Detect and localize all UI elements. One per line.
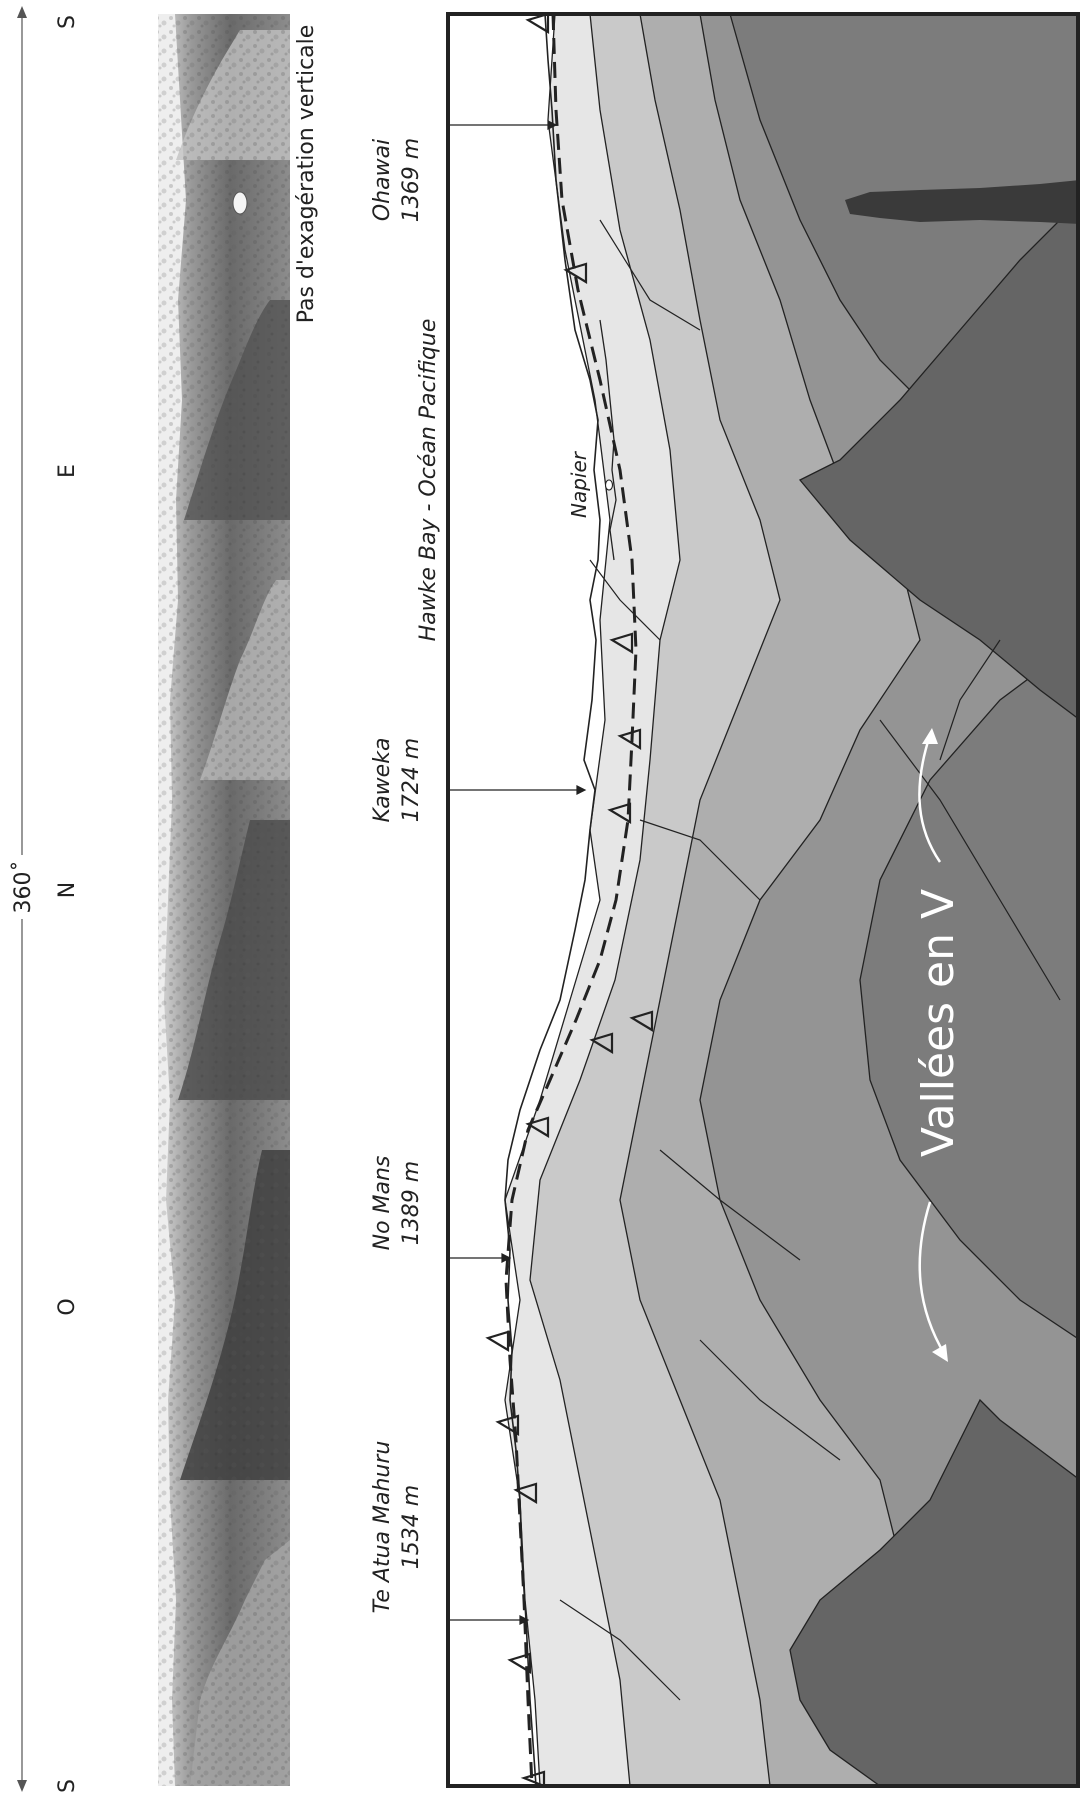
peak-name-te-atua-mahuru: Te Atua Mahuru bbox=[370, 1441, 395, 1614]
span-axis-arrow-bottom bbox=[17, 1780, 27, 1792]
span-axis-arrow-top bbox=[17, 6, 27, 18]
peak-labels: Te Atua Mahuru 1534 m No Mans 1389 m Kaw… bbox=[370, 138, 441, 1614]
photo-note: Pas d'exagération verticale bbox=[294, 25, 319, 324]
valley-arrow-south bbox=[918, 1201, 947, 1356]
compass-east: E bbox=[55, 464, 80, 478]
interpretation-panel: Napier bbox=[446, 12, 1080, 1788]
panorama-photo: Pas d'exagération verticale bbox=[158, 14, 320, 1786]
peak-elevation-no-mans: 1389 m bbox=[399, 1161, 424, 1245]
peak-elevation-ohawai: 1369 m bbox=[399, 138, 424, 222]
napier-point bbox=[604, 479, 614, 491]
valley-arrow-north bbox=[918, 734, 942, 863]
summit-marker bbox=[563, 262, 588, 284]
summit-marker bbox=[629, 1010, 654, 1032]
summit-marker bbox=[525, 1116, 550, 1138]
napier-label: Napier bbox=[567, 450, 591, 518]
boundary-lines bbox=[559, 219, 1061, 1701]
peak-elevation-te-atua-mahuru: 1534 m bbox=[399, 1485, 424, 1569]
compass-west: O bbox=[55, 1298, 80, 1315]
summit-markers bbox=[485, 12, 654, 1788]
photo-hut bbox=[232, 191, 248, 215]
compass-start: S bbox=[55, 1779, 80, 1793]
peak-name-kaweka: Kaweka bbox=[370, 738, 395, 823]
summit-marker bbox=[513, 1482, 538, 1504]
skyline bbox=[504, 13, 601, 1787]
photo-note-box bbox=[290, 14, 320, 334]
summit-marker bbox=[495, 1414, 520, 1436]
valley-arrow-north-head bbox=[922, 728, 938, 744]
span-label: 360˚ bbox=[11, 861, 36, 914]
compass-north: N bbox=[55, 882, 80, 898]
band-7-dark bbox=[845, 180, 1080, 224]
summit-marker bbox=[607, 802, 632, 824]
peak-elevation-kaweka: 1724 m bbox=[399, 738, 424, 822]
bay-label: Hawke Bay - Océan Pacifique bbox=[416, 319, 441, 642]
summit-marker bbox=[507, 1652, 532, 1674]
summit-marker bbox=[520, 1770, 546, 1788]
compass-end: S bbox=[55, 15, 80, 29]
band-5-north bbox=[859, 639, 1080, 1341]
panel-frame bbox=[446, 12, 1080, 1788]
summit-marker bbox=[525, 12, 550, 34]
peak-leaders bbox=[448, 120, 587, 1625]
summit-marker bbox=[609, 632, 634, 654]
valley-label: Vallées en V bbox=[913, 889, 964, 1157]
summit-marker bbox=[485, 1330, 510, 1352]
compass-labels: S O N E S bbox=[55, 15, 80, 1793]
valley-arrow-south-head bbox=[932, 1344, 948, 1362]
band-6-west bbox=[789, 1398, 1080, 1787]
summit-marker bbox=[617, 728, 642, 750]
summit-envelope bbox=[504, 13, 638, 1787]
peak-name-ohawai: Ohawai bbox=[370, 139, 395, 221]
span-axis: 360˚ bbox=[10, 6, 36, 1792]
napier-coast bbox=[599, 319, 617, 561]
summit-marker bbox=[589, 1032, 614, 1054]
peak-name-no-mans: No Mans bbox=[370, 1156, 395, 1251]
band-6-east bbox=[798, 199, 1080, 721]
photo-texture bbox=[158, 14, 290, 1786]
